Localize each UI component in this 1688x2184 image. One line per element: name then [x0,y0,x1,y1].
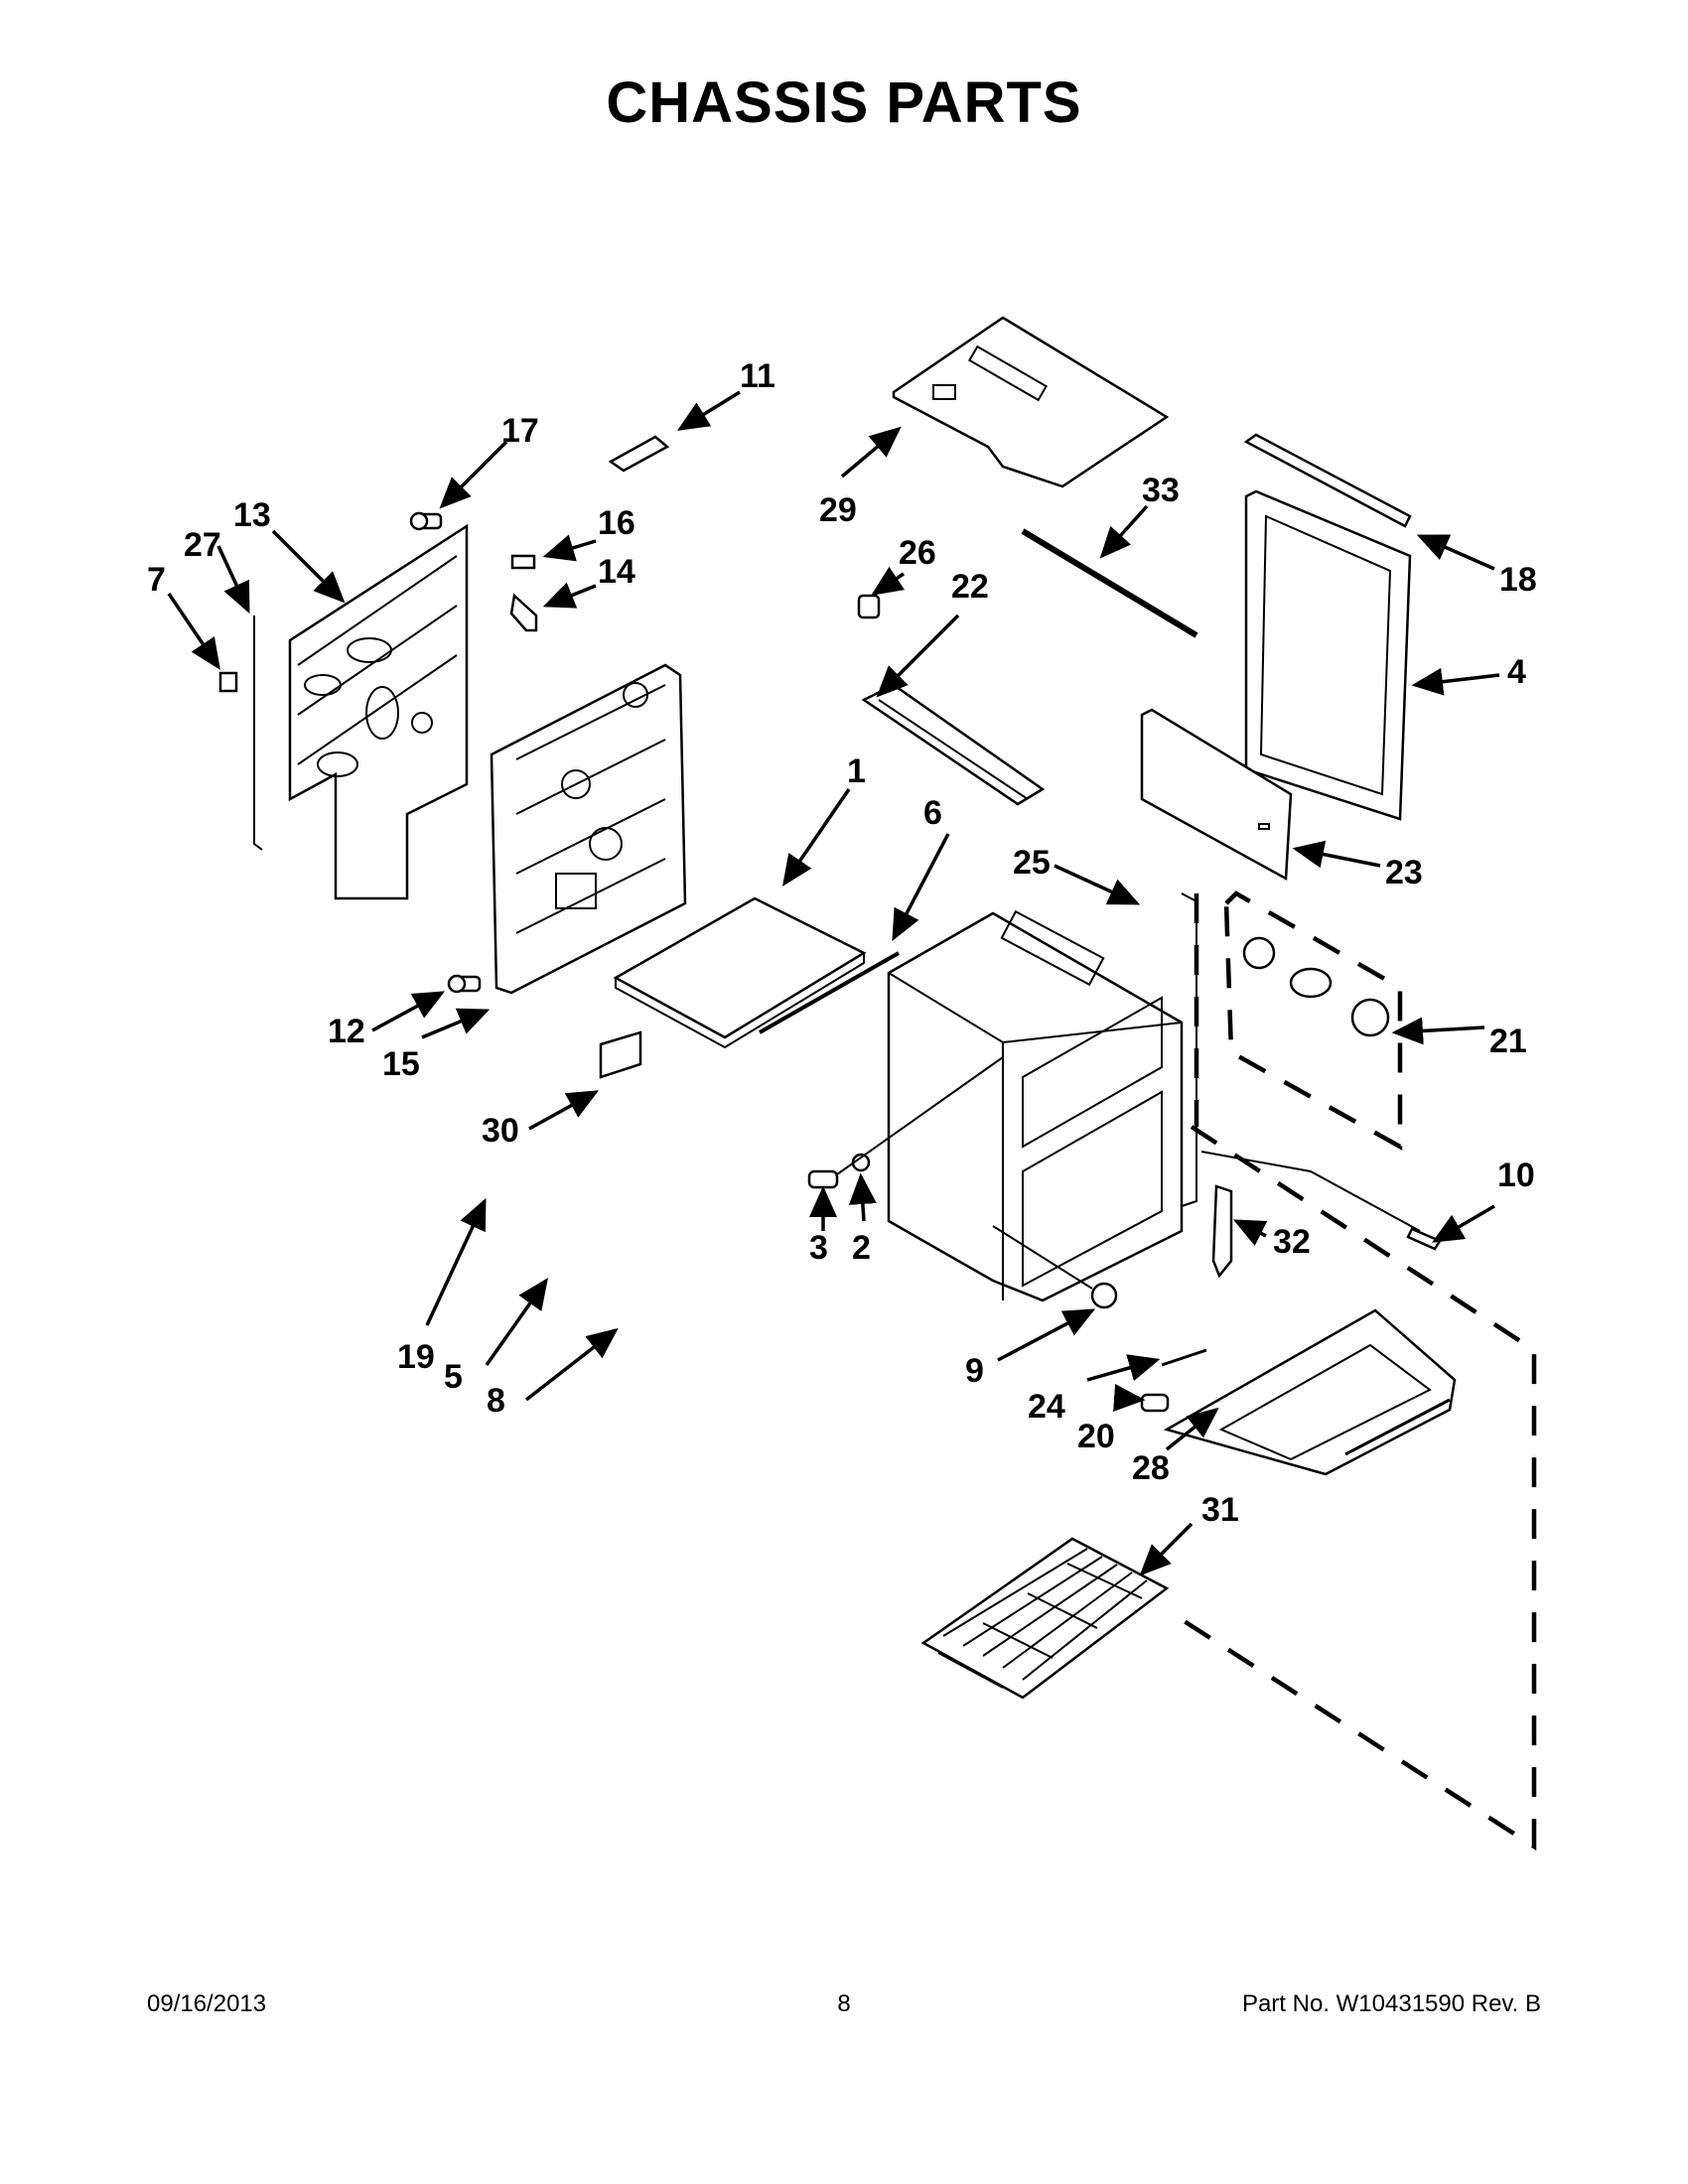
callout-17: 17 [501,412,539,450]
lamp-kit-part [1242,936,1390,1037]
callout-16: 16 [598,504,635,542]
callout-12: 12 [328,1013,365,1050]
callout-28: 28 [1132,1449,1170,1487]
footer-page-number: 8 [837,1990,851,2017]
callout-3: 3 [809,1229,828,1267]
bracket-30-part [599,1030,642,1079]
side-panel-part [490,663,687,995]
bracket-16-part [510,554,536,570]
callout-11: 11 [740,357,775,395]
bottom-tray-part [613,896,867,1049]
callout-31: 31 [1201,1491,1239,1529]
callout-10: 10 [1497,1157,1535,1194]
leader-arrows [167,390,1500,1576]
callout-9: 9 [965,1352,984,1390]
callout-30: 30 [482,1112,519,1150]
callout-14: 14 [598,553,635,591]
callout-15: 15 [382,1045,420,1083]
footer-part-number: Part No. W10431590 Rev. B [1241,1990,1541,2017]
callout-22: 22 [951,568,989,606]
bracket-32-part [1211,1184,1233,1279]
door-frame-part [1244,489,1412,821]
bracket-14-part [509,593,538,632]
callout-24: 24 [1028,1388,1065,1426]
knob-9-part [1090,1282,1118,1309]
rod-part [759,951,900,1034]
callout-21: 21 [1489,1023,1527,1060]
callout-33: 33 [1142,472,1180,509]
callout-20: 20 [1077,1418,1115,1455]
bracket-11-part [608,435,670,473]
callout-29: 29 [819,491,857,529]
callout-27: 27 [184,526,221,564]
callout-5: 5 [444,1358,463,1396]
bar-33-part [1021,528,1198,638]
callout-8: 8 [487,1382,505,1420]
callout-2: 2 [852,1229,871,1267]
screw-3-part [807,1169,839,1189]
callout-32: 32 [1273,1223,1311,1261]
oven-cavity-part [887,892,1197,1302]
wire-strip-part [253,615,263,851]
callout-19: 19 [397,1338,435,1376]
lamp-kit-outline [1223,890,1403,1151]
callout-1: 1 [847,752,866,790]
screw-26-part [857,594,881,619]
callout-23: 23 [1385,854,1423,891]
page-title: CHASSIS PARTS [606,70,1082,135]
pin-24-part [1161,1348,1207,1367]
callout-25: 25 [1013,844,1051,882]
callout-6: 6 [923,794,942,832]
top-panel-part [892,316,1170,488]
bracket-22-part [861,683,1046,806]
callout-7: 7 [147,561,166,599]
rear-panel-part [288,523,469,900]
clip-part [218,671,238,693]
footer-date: 09/16/2013 [147,1990,267,2017]
callout-18: 18 [1499,561,1537,599]
callout-4: 4 [1507,653,1526,691]
screw-17-part [409,511,443,531]
callout-13: 13 [233,496,271,534]
callout-26: 26 [899,534,936,572]
wire-10-part [1200,1151,1442,1251]
screw-12-part [447,974,482,994]
callout-labels: 1 2 3 4 5 6 7 8 9 10 11 12 13 14 15 16 1… [147,357,1537,1529]
panel-23-part [1140,708,1293,882]
oven-rack-part [920,1537,1170,1700]
broil-pan-part [1163,1308,1457,1476]
screw-20-part [1140,1393,1170,1413]
trim-18-part [1243,433,1412,528]
